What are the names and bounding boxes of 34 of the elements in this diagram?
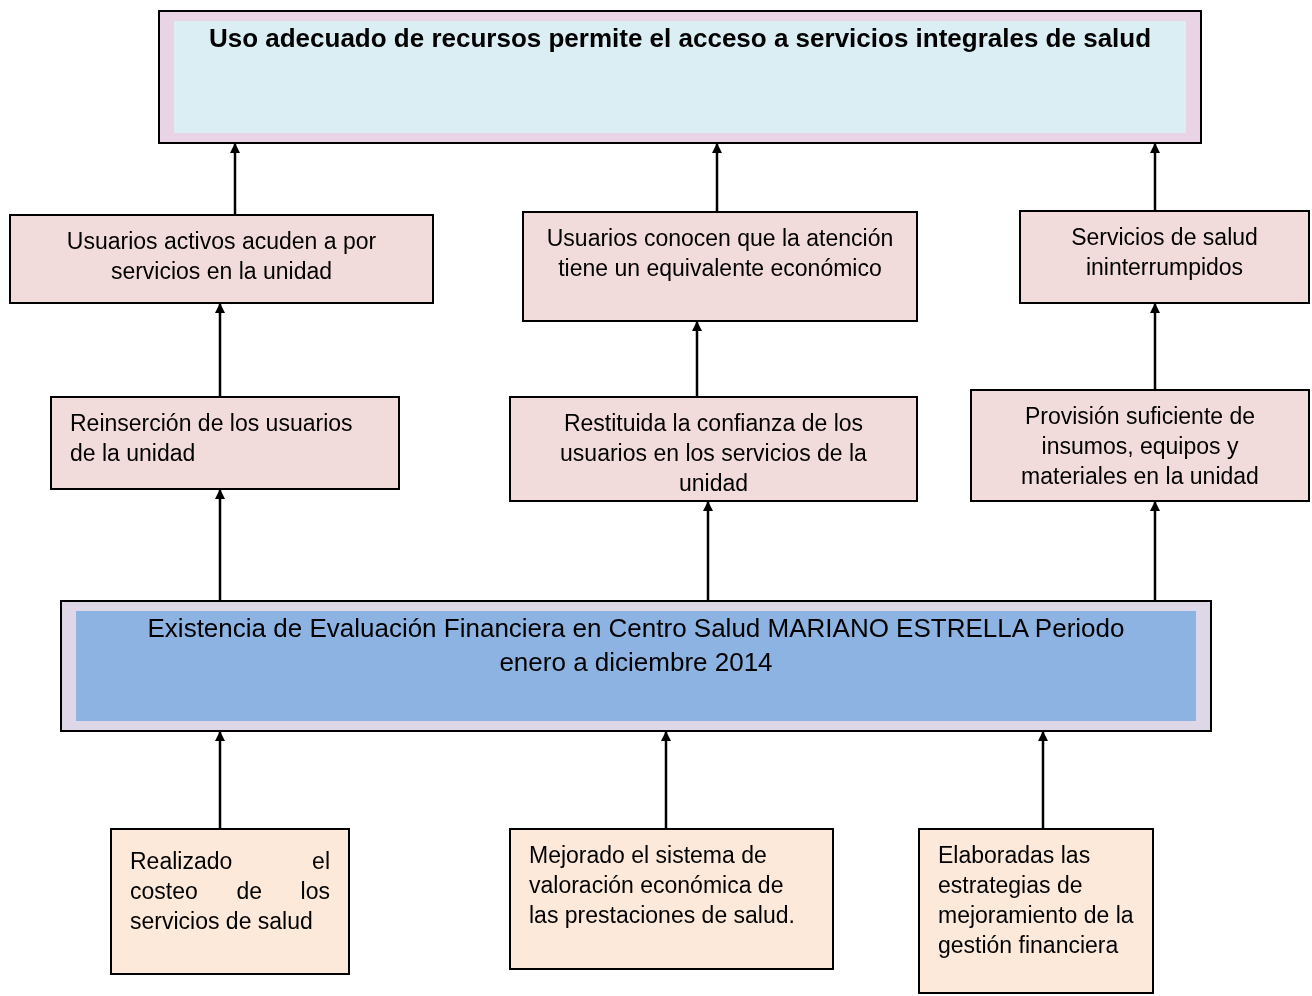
box-text: Elaboradas las estrategias de mejoramiento de la gestión financiera bbox=[938, 841, 1134, 960]
result-box bbox=[9, 214, 434, 304]
result-box bbox=[509, 396, 918, 502]
arrow bbox=[712, 143, 722, 211]
goal-text: Uso adecuado de recursos permite el acceso a servicios integrales de salud bbox=[208, 22, 1152, 55]
arrow bbox=[215, 303, 225, 396]
arrow bbox=[215, 489, 225, 600]
box-text: Reinserción de los usuarios de la unidad bbox=[70, 409, 354, 468]
goal-box bbox=[158, 10, 1202, 144]
arrow bbox=[661, 731, 671, 828]
purpose-box bbox=[60, 600, 1212, 732]
result-box bbox=[1019, 210, 1310, 304]
box-text: Usuarios activos acuden a por servicios en la unidad bbox=[65, 227, 378, 286]
arrow bbox=[215, 731, 225, 828]
box-text: Restituida la confianza de los usuarios en los servicios de la unidad bbox=[559, 409, 868, 498]
arrow bbox=[1150, 143, 1160, 210]
result-box bbox=[970, 389, 1310, 502]
box-text: Provisión suficiente de insumos, equipos y materiales en la unidad bbox=[1020, 402, 1260, 491]
activity-box bbox=[918, 828, 1154, 994]
arrow bbox=[1150, 501, 1160, 600]
box-text: Usuarios conocen que la atención tiene un equivalente económico bbox=[545, 224, 895, 283]
activity-box bbox=[509, 828, 834, 970]
activity-box bbox=[110, 828, 350, 975]
box-text: Mejorado el sistema de valoración económica de las prestaciones de salud. bbox=[529, 841, 796, 930]
result-box bbox=[50, 396, 400, 490]
box-text: Servicios de salud ininterrumpidos bbox=[1070, 223, 1259, 282]
result-box bbox=[522, 211, 918, 322]
arrow bbox=[230, 143, 240, 214]
purpose-text: Existencia de Evaluación Financiera en Centro Salud MARIANO ESTRELLA Periodo enero a diciembre 2014 bbox=[146, 612, 1126, 679]
arrow bbox=[1150, 303, 1160, 389]
arrow bbox=[703, 501, 713, 600]
arrow bbox=[1038, 731, 1048, 828]
box-text: Realizado el costeo de los servicios de salud bbox=[130, 847, 330, 936]
arrow bbox=[692, 321, 702, 396]
